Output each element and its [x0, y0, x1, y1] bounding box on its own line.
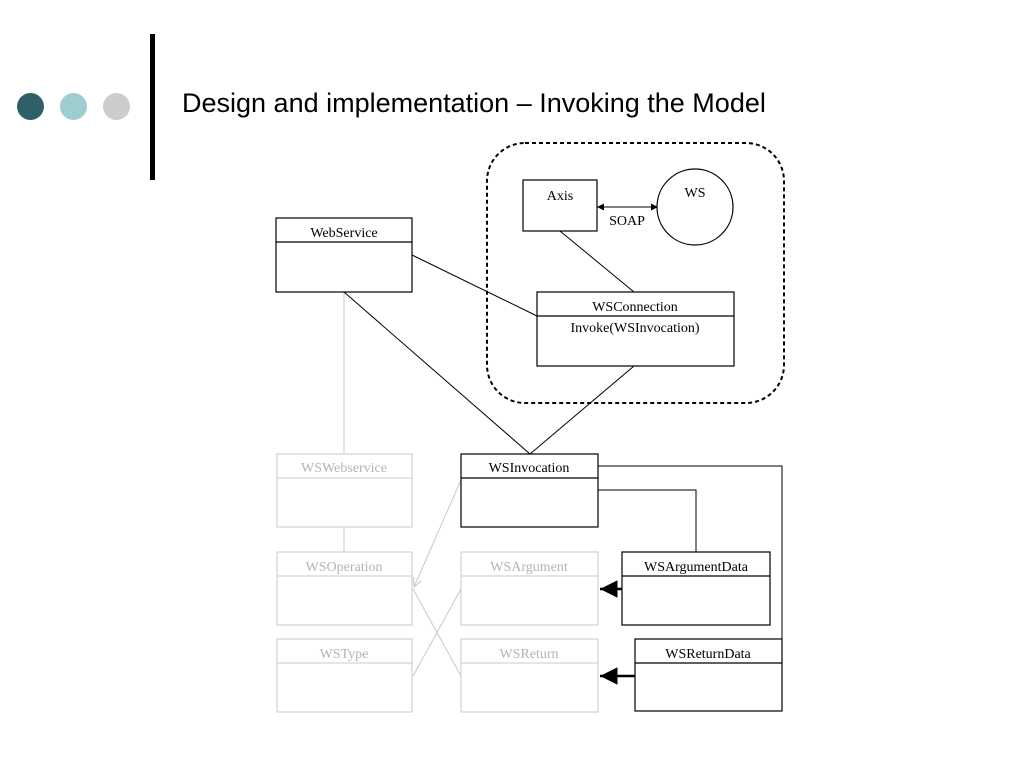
slide-bullet-dot-dark: [17, 93, 44, 120]
link-webservice-wsinvocation: [343, 291, 531, 455]
link-wsinvocation-wsargumentdata: [598, 489, 697, 552]
wsreturndata-label: WSReturnData: [665, 647, 751, 662]
wsinvocation-label: WSInvocation: [489, 461, 570, 476]
webservice-label: WebService: [310, 226, 377, 241]
axis-group-boundary: [486, 142, 785, 404]
link-webservice-wsconnection: [411, 254, 538, 317]
title-divider-bar: [150, 34, 155, 180]
wsreturn-box: [460, 638, 599, 713]
link-wsinvocation-wsoperation: [414, 479, 462, 587]
wsoperation-label: WSOperation: [306, 560, 383, 575]
wsargumentdata-box: [621, 551, 771, 626]
webservice-box: [275, 217, 413, 293]
wsargument-box: [460, 551, 599, 626]
wswebservice-label: WSWebservice: [301, 461, 387, 476]
wsargument-label: WSArgument: [490, 560, 568, 575]
wsconnection-box: [536, 291, 735, 367]
slide-bullet-dot-light: [60, 93, 87, 120]
soap-label: SOAP: [609, 214, 645, 229]
axis-label: Axis: [547, 189, 573, 204]
link-wsconnection-wsinvocation: [529, 365, 635, 455]
wsargumentdata-label: WSArgumentData: [644, 560, 749, 575]
slide-bullet-dot-gray: [103, 93, 130, 120]
wstype-label: WSType: [320, 647, 369, 662]
axis-box: [522, 179, 598, 232]
wsreturndata-box: [634, 638, 783, 712]
link-wsinvocation-wsreturndata: [598, 465, 783, 711]
wsinvocation-box: [460, 453, 599, 528]
wsconnection-label: WSConnection: [592, 300, 678, 315]
link-axis-wsconnection: [559, 230, 635, 293]
wsconnection-method-label: Invoke(WSInvocation): [570, 321, 699, 336]
wswebservice-box: [276, 453, 413, 528]
ws-label: WS: [685, 186, 706, 201]
wsreturn-label: WSReturn: [499, 647, 558, 662]
slide-title: Design and implementation – Invoking the…: [182, 88, 766, 118]
wsoperation-box: [276, 551, 413, 626]
link-wsargument-wstype: [412, 588, 462, 677]
wstype-box: [276, 638, 413, 713]
ws-circle: [656, 168, 734, 246]
